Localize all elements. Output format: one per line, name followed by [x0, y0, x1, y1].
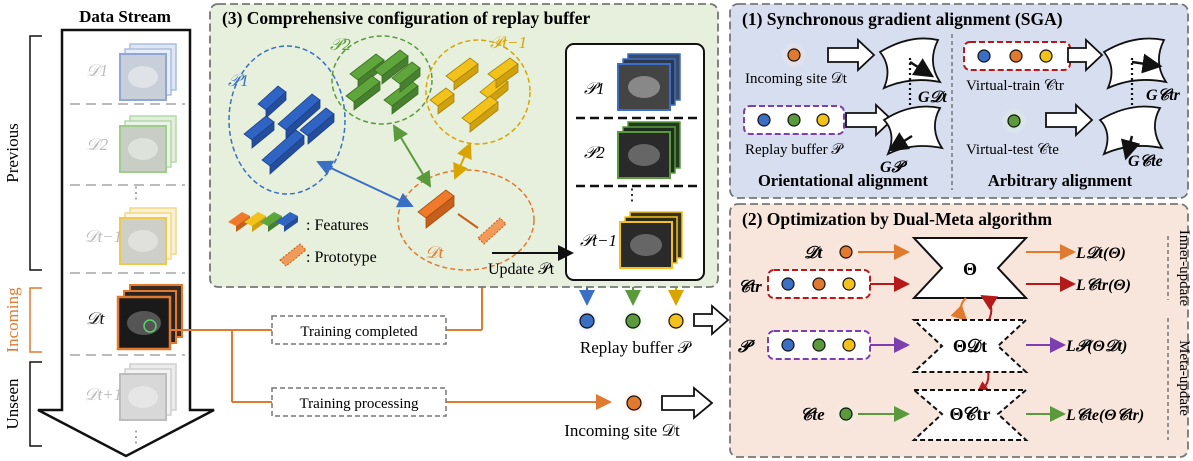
buffer-item-p2: 𝒫2 [584, 143, 605, 162]
loss-p-theta-dt: L𝒫(Θ𝒟t) [1065, 338, 1127, 355]
site-label-t-plus-1: 𝒟t+1 [84, 385, 122, 404]
loss-ctr-theta: L𝒞tr(Θ) [1075, 277, 1131, 294]
model-theta-label: Θ [963, 259, 977, 279]
inner-update-label: Inner-update [1176, 230, 1192, 307]
input-cte: 𝒞te [800, 405, 825, 424]
site-label-t-minus-1: 𝒟t−1 [84, 227, 122, 246]
update-label: Update 𝒫t [488, 261, 555, 278]
replay-dot-green [625, 313, 641, 329]
hollow-arrow-replay [693, 304, 730, 336]
legend: : Features : Prototype [228, 212, 377, 267]
stream-ellipsis-top: ⋮ [128, 185, 144, 202]
data-stream: Data Stream [3, 7, 215, 458]
buffer-item-pt-minus-1: 𝒫t−1 [580, 231, 617, 250]
sga-virtual-train-label: Virtual-train 𝒞tr [966, 78, 1064, 94]
input-dt: 𝒟t [804, 243, 824, 262]
panel-dual-meta: (2) Optimization by Dual-Meta algorithm … [729, 203, 1192, 458]
buffer-item-p1: 𝒫1 [584, 79, 605, 98]
cluster-label-p2: 𝒫2 [330, 35, 351, 54]
grad-dt-label: G𝒟t [918, 89, 947, 106]
flow: Training completed Training processing R… [170, 268, 730, 440]
replay-dot-blue [579, 313, 595, 329]
site-stack-2 [119, 115, 177, 173]
input-ctr: 𝒞tr [738, 277, 762, 296]
model-theta [911, 237, 1029, 299]
grad-p-label: G𝒫 [880, 159, 908, 176]
cluster-label-dt: 𝒟t [425, 243, 445, 262]
orientational-label: Orientational alignment [758, 171, 929, 190]
model-theta-ctr [911, 389, 1029, 441]
buffer-stack-p1 [617, 53, 681, 111]
panel-replay-buffer: (3) Comprehensive configuration of repla… [209, 3, 719, 288]
cluster-p2 [331, 35, 433, 125]
panel3-title: (3) Comprehensive configuration of repla… [222, 8, 591, 28]
site-label-2: 𝒟2 [86, 135, 109, 154]
panel2-title: (2) Optimization by Dual-Meta algorithm [742, 209, 1053, 229]
sga-replay-label: Replay buffer 𝒫 [745, 142, 844, 158]
incoming-dot [626, 395, 642, 411]
sga-incoming-dot [787, 48, 801, 62]
prototype-glyph [457, 213, 507, 245]
panel1-title: (1) Synchronous gradient alignment (SGA) [742, 9, 1063, 29]
training-processing-box [271, 387, 447, 417]
panel-sga: (1) Synchronous gradient alignment (SGA)… [729, 3, 1189, 199]
cluster-dt [397, 169, 535, 271]
loss-dt-theta: L𝒟t(Θ) [1075, 245, 1126, 262]
arbitrary-label: Arbitrary alignment [988, 171, 1133, 190]
cluster-label-pt-minus-1: 𝒫t−1 [490, 33, 527, 52]
cluster-label-p1: 𝒫1 [228, 71, 249, 90]
meta-update-label: Meta-update [1176, 340, 1192, 416]
replay-buffer-caption: Replay buffer 𝒫 [580, 338, 692, 357]
site-label-t: 𝒟t [86, 309, 106, 328]
grad-cte-label: G𝒞te [1128, 153, 1163, 170]
legend-prototype: : Prototype [306, 249, 377, 266]
site-label-1: 𝒟1 [86, 61, 108, 80]
stream-ellipsis-bottom: ⋮ [128, 429, 144, 446]
sga-incoming-label: Incoming site 𝒟t [745, 71, 848, 87]
site-stack-t-plus-1 [119, 363, 177, 421]
site-stack-t [116, 284, 183, 351]
data-stream-title: Data Stream [79, 7, 171, 26]
model-theta-dt [911, 319, 1029, 373]
buffer-ellipsis: ⋮ [624, 187, 640, 204]
cluster-p1 [228, 45, 346, 195]
loss-cte-theta-ctr: L𝒞te(Θ𝒞tr) [1065, 407, 1144, 424]
phase-previous: Previous [3, 123, 22, 183]
grad-ctr-label: G𝒞tr [1146, 87, 1181, 104]
site-stack-1 [119, 43, 177, 101]
phase-incoming: Incoming [3, 287, 22, 353]
model-theta-dt-label: Θ𝒟t [953, 336, 987, 356]
training-processing-label: Training processing [299, 396, 419, 412]
training-completed-box [271, 315, 447, 345]
model-theta-ctr-label: Θ𝒞tr [949, 404, 990, 424]
cluster-pt-minus-1 [425, 39, 531, 145]
legend-features: : Features [306, 217, 369, 234]
phase-unseen: Unseen [3, 378, 22, 429]
site-stack-t-minus-1 [119, 207, 177, 265]
sga-virtual-test-label: Virtual-test 𝒞te [966, 142, 1059, 158]
buffer-stack-p2 [617, 121, 681, 179]
training-completed-label: Training completed [300, 324, 418, 340]
hollow-arrow-incoming [661, 386, 714, 420]
incoming-site-caption: Incoming site 𝒟t [564, 421, 680, 440]
buffer-stack-pt-minus-1 [619, 211, 683, 269]
loss-surface-4 [1098, 105, 1164, 156]
replay-dot-yellow [668, 313, 684, 329]
